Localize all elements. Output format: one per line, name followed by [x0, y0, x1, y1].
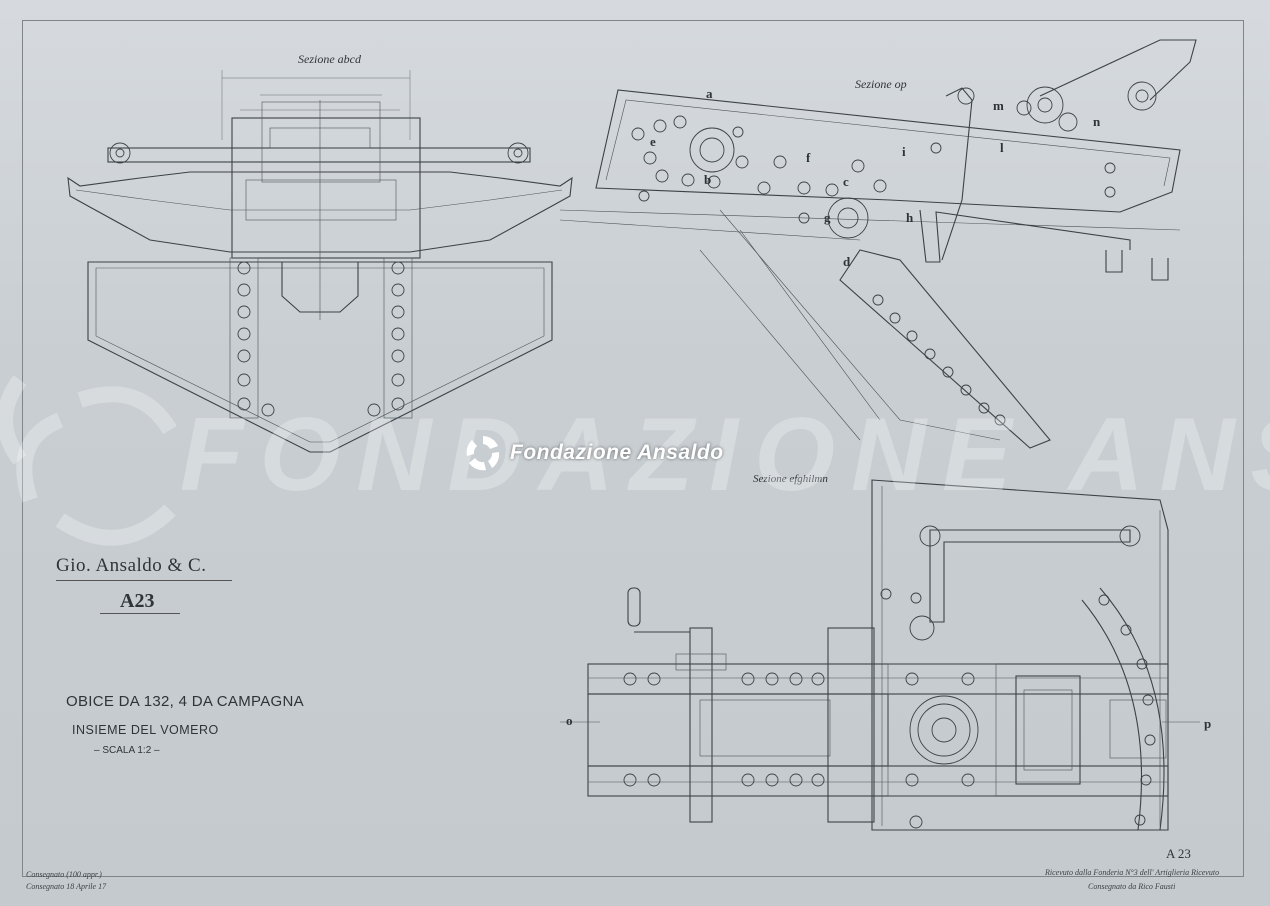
- logo-text: Fondazione Ansaldo: [510, 441, 724, 464]
- note-right-2: Consegnato da Rico Fausti: [1088, 882, 1176, 891]
- letter-b: b: [704, 172, 712, 187]
- view-section-efghilmn: [560, 479, 1200, 831]
- letter-a: a: [706, 86, 713, 101]
- watermark-swirl: [0, 375, 177, 546]
- efghilmn-rail-holes: [623, 588, 1156, 829]
- drawing-frame: [22, 20, 1244, 877]
- code-underline: [100, 613, 180, 614]
- company-name: Gio. Ansaldo & C.: [56, 555, 207, 576]
- note-left-2: Consegnato 18 Aprile 17: [26, 882, 107, 891]
- caption-section-efghilmn: Sezione efghilmn: [753, 473, 828, 485]
- section-op-holes: [631, 115, 1116, 224]
- company-underline: [56, 580, 232, 581]
- letter-h: h: [906, 210, 914, 225]
- view-section-op: [559, 39, 1197, 449]
- drawing-scale: – SCALA 1:2 –: [94, 745, 160, 756]
- left-rail-holes: [237, 261, 405, 417]
- drawing-code: A23: [120, 590, 155, 612]
- sheet-id: A 23: [1166, 846, 1191, 861]
- ansaldo-swirl-icon: [466, 436, 500, 471]
- note-right-1: Ricevuto dalla Fonderia N°3 dell' Artigl…: [1045, 868, 1220, 877]
- caption-section-op: Sezione op: [855, 77, 907, 91]
- ansaldo-logo: Fondazione Ansaldo: [462, 432, 724, 474]
- letter-m: m: [993, 98, 1004, 113]
- caption-section-abcd: Sezione abcd: [298, 52, 361, 66]
- drawing-subject: OBICE DA 132, 4 DA CAMPAGNA: [66, 693, 304, 710]
- letter-f: f: [806, 150, 811, 165]
- letter-n: n: [1093, 114, 1101, 129]
- letter-e: e: [650, 134, 656, 149]
- note-left-1: Consegnato (100 appr.): [26, 870, 102, 879]
- letter-p: p: [1204, 716, 1212, 731]
- letter-l: l: [1000, 140, 1004, 155]
- letter-o: o: [566, 713, 573, 728]
- letter-g: g: [824, 210, 831, 225]
- view-section-abcd: [67, 70, 573, 453]
- letter-c: c: [843, 174, 849, 189]
- watermark-text: FONDAZIONE ANSALDO: [180, 397, 1270, 513]
- spade-holes: [872, 294, 1006, 426]
- drawing-subtitle: INSIEME DEL VOMERO: [72, 723, 219, 737]
- letter-i: i: [902, 144, 906, 159]
- letter-d: d: [843, 254, 851, 269]
